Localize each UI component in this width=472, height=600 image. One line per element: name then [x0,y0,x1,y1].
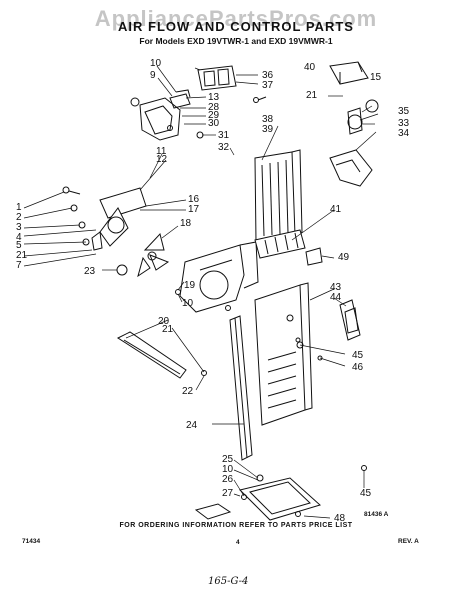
callout-number: 26 [222,474,234,485]
callout-number: 45 [360,488,372,499]
callout-number: 21 [306,90,318,101]
callout-number: 22 [182,386,194,397]
revision-label: REV. A [398,538,419,545]
callout-number: 29 [208,110,220,121]
callout-number: 45 [352,350,364,361]
callout-number: 4 [16,232,22,243]
callout-number: 44 [330,292,342,303]
ordering-note: FOR ORDERING INFORMATION REFER TO PARTS … [119,522,353,529]
handwritten-note: 165-G-4 [208,576,249,587]
fan-motor-bracket [91,187,147,251]
callout-number: 28 [208,102,220,113]
callout-number: 37 [262,80,274,91]
callout-number: 32 [218,142,230,153]
callout-number: 11 [156,146,167,157]
diffuser [254,229,306,259]
rear-liner-panel [254,282,313,426]
air-flow-grille [254,149,303,243]
callout-number: 20 [158,316,170,327]
callout-number: 10 [222,464,234,475]
bottom-tray [239,477,321,521]
callout-number: 21 [162,324,174,335]
damper-cover [329,61,369,85]
callout-number: 7 [16,260,22,271]
callout-number: 2 [16,212,22,223]
callout-number: 10 [182,298,194,309]
callout-number: 12 [156,154,168,165]
callout-number: 38 [262,114,274,125]
diagram-subtitle: For Models EXD 19VTWR-1 and EXD 19VMWR-1 [139,36,333,46]
callout-number: 33 [398,118,410,129]
drawing-code: 81436 A [364,511,389,518]
cover-plate [194,503,232,520]
control-bracket [329,149,373,187]
callout-number: 35 [398,106,410,117]
light-bracket [339,299,361,341]
callout-number: 21 [16,250,28,261]
callout-number: 15 [370,72,382,83]
baffle [116,331,187,379]
callout-number: 5 [16,240,22,251]
watermark: AppliancePartsPros.com [94,6,378,31]
callout-number: 48 [334,513,346,524]
callout-number: 18 [180,218,192,229]
control-knob [197,65,237,91]
page-code-left: 71434 [22,538,41,545]
leader-lines [23,65,379,519]
callout-number: 13 [208,92,220,103]
callout-number: 49 [338,252,350,263]
callout-number: 16 [188,194,200,205]
callout-number: 34 [398,128,410,139]
callout-number: 17 [188,204,200,215]
air-duct-shroud [179,241,259,313]
callout-number: 40 [304,62,316,73]
thermostat-control [347,99,379,135]
callout-number: 46 [352,362,364,373]
callout-number: 39 [262,124,274,135]
callout-number: 23 [84,266,96,277]
callout-number: 24 [186,420,198,431]
damper-housing [130,89,191,141]
page-number: 4 [236,539,240,546]
callout-number: 27 [222,488,234,499]
callout-number: 30 [208,118,220,129]
callout-number: 10 [150,58,162,69]
callout-number: 1 [16,202,22,213]
callout-number: 31 [218,130,230,141]
callout-number: 3 [16,222,22,233]
callout-number: 25 [222,454,234,465]
callout-number: 43 [330,282,342,293]
air-duct-channel [229,315,253,461]
callout-number: 36 [262,70,274,81]
callout-number: 9 [150,70,156,81]
small-clip [305,247,323,266]
diagram-title: AIR FLOW AND CONTROL PARTS [118,19,354,34]
fan-blade [137,232,170,278]
callout-number: 19 [184,280,196,291]
callout-number: 41 [330,204,342,215]
